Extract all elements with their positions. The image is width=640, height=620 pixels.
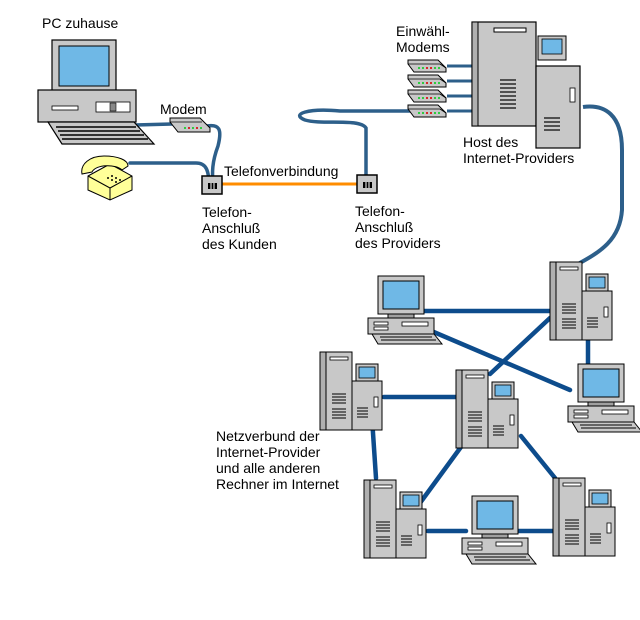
net-server-bottom-left <box>363 479 427 559</box>
net-server-bottom-right <box>552 477 616 557</box>
customer-jack <box>201 175 223 195</box>
cable-pc-to-modem <box>133 122 174 127</box>
dialup-modem <box>407 74 447 88</box>
net-server-center <box>455 369 519 449</box>
cable-modem-to-jack <box>205 123 222 188</box>
label-network: Netzverbund der Internet-Provider und al… <box>216 428 339 492</box>
net-server-top-right <box>549 261 613 341</box>
link-server-topright-center <box>487 315 553 377</box>
telephone-icon <box>81 155 133 201</box>
dialup-modems <box>407 59 447 118</box>
label-customer-jack: Telefon- Anschluß des Kunden <box>202 204 277 252</box>
provider-host <box>471 21 581 149</box>
provider-jack <box>356 174 378 194</box>
label-phone-connection: Telefonverbindung <box>224 163 339 179</box>
backbone-links <box>369 308 591 534</box>
link-center-bottomright <box>518 433 558 481</box>
link-pc-topleft-pc-right <box>419 324 573 393</box>
home-modem <box>169 117 211 133</box>
cable-host-to-network <box>577 104 624 266</box>
dialup-modem <box>407 89 447 103</box>
dialup-modem <box>407 104 447 118</box>
label-provider-host: Host des Internet-Providers <box>463 134 575 166</box>
home-cables <box>128 108 413 188</box>
cable-phone-to-jack <box>128 161 211 188</box>
label-modem: Modem <box>160 101 207 117</box>
cable-jack-to-dialup <box>297 108 413 184</box>
net-server-left <box>319 351 383 431</box>
label-provider-jack: Telefon- Anschluß des Providers <box>355 203 441 251</box>
net-pc-right <box>567 363 640 433</box>
label-dialup-modems: Einwähl- Modems <box>396 23 450 55</box>
label-pc-home: PC zuhause <box>42 15 119 31</box>
dialup-modem <box>407 59 447 73</box>
dialup-cables <box>447 64 474 113</box>
home-pc <box>37 39 156 145</box>
